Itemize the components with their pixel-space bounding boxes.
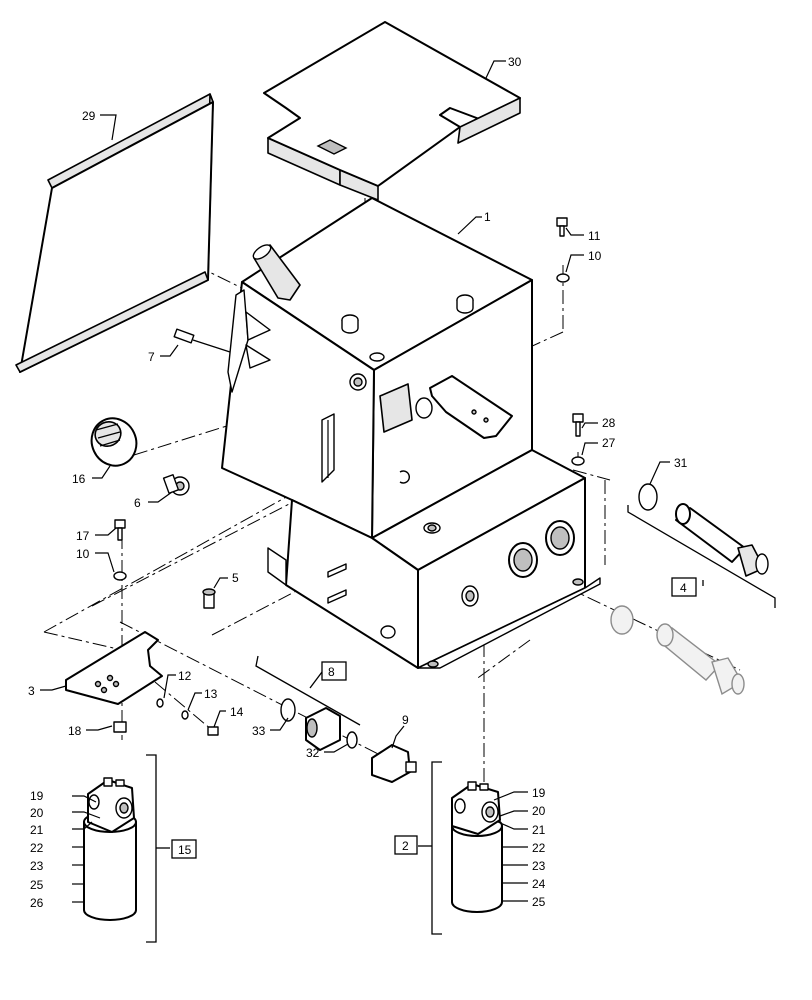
screw-7 xyxy=(173,328,231,353)
callout-22-right: 22 xyxy=(532,841,546,855)
callout-3: 3 xyxy=(28,684,35,698)
callout-10-left: 10 xyxy=(76,547,90,561)
callout-16: 16 xyxy=(72,472,86,486)
tank-side-bracket xyxy=(227,289,271,393)
callout-32: 32 xyxy=(306,746,320,760)
callout-17: 17 xyxy=(76,529,90,543)
tank-mount-plate xyxy=(379,383,433,433)
callout-24: 24 xyxy=(532,877,546,891)
fitting-9 xyxy=(371,744,417,783)
screw-14 xyxy=(207,726,219,736)
callout-30: 30 xyxy=(508,55,522,69)
washer-13 xyxy=(181,710,189,720)
callout-10-right: 10 xyxy=(588,249,602,263)
bolt-17 xyxy=(114,519,126,541)
filter-mounting-bracket xyxy=(65,631,163,705)
tank-top-bracket xyxy=(429,375,513,439)
washer-10-left xyxy=(113,571,127,581)
fitting-18 xyxy=(113,721,127,733)
elbow-fitting xyxy=(162,474,190,496)
callout-15: 15 xyxy=(178,843,192,857)
callout-28: 28 xyxy=(602,416,616,430)
callout-8: 8 xyxy=(328,665,335,679)
callout-19-right: 19 xyxy=(532,786,546,800)
callout-numbers: 1 29 30 11 10 28 27 31 7 16 6 5 17 10 3 … xyxy=(28,55,688,910)
callout-leaders xyxy=(40,60,670,903)
callout-14: 14 xyxy=(230,705,244,719)
washer-10-right xyxy=(556,273,570,283)
callout-21-right: 21 xyxy=(532,823,546,837)
callout-27: 27 xyxy=(602,436,616,450)
callout-19-left: 19 xyxy=(30,789,44,803)
kit-box-4 xyxy=(671,577,697,597)
tank-ports xyxy=(380,520,575,639)
side-insulation-panel xyxy=(15,93,214,373)
strainer-installed-ghost xyxy=(610,605,745,696)
callout-7: 7 xyxy=(148,350,155,364)
callout-23-left: 23 xyxy=(30,859,44,873)
hydraulic-tank xyxy=(221,197,601,669)
sight-gauge xyxy=(321,413,335,483)
callout-13: 13 xyxy=(204,687,218,701)
callout-4: 4 xyxy=(680,581,687,595)
o-ring-32 xyxy=(346,731,358,749)
adapter-fitting-8 xyxy=(305,707,341,751)
filler-breather-cap xyxy=(90,417,138,467)
callout-12: 12 xyxy=(178,669,192,683)
callout-20-left: 20 xyxy=(30,806,44,820)
callout-6: 6 xyxy=(134,496,141,510)
callout-18: 18 xyxy=(68,724,82,738)
callout-33: 33 xyxy=(252,724,266,738)
callout-23-right: 23 xyxy=(532,859,546,873)
callout-9: 9 xyxy=(402,713,409,727)
o-ring-33 xyxy=(280,698,296,722)
kit-box-15 xyxy=(171,839,197,859)
bolt-28 xyxy=(572,413,584,437)
return-filter-right xyxy=(451,781,503,913)
callout-31: 31 xyxy=(674,456,688,470)
washer-12 xyxy=(156,698,164,708)
kit-box-2 xyxy=(394,835,418,855)
top-insulation-panel xyxy=(263,21,521,201)
callout-26: 26 xyxy=(30,896,44,910)
callout-2: 2 xyxy=(402,839,409,853)
callout-21-left: 21 xyxy=(30,823,44,837)
callout-20-right: 20 xyxy=(532,804,546,818)
small-hardware xyxy=(113,217,585,783)
return-filter-left xyxy=(83,777,137,921)
callout-1: 1 xyxy=(484,210,491,224)
callout-11: 11 xyxy=(588,229,601,243)
callout-5: 5 xyxy=(232,571,239,585)
suction-strainer xyxy=(638,483,769,577)
washer-27 xyxy=(571,456,585,466)
kit-box-8 xyxy=(321,661,347,681)
fitting-5 xyxy=(202,588,216,609)
callout-29: 29 xyxy=(82,109,96,123)
bolt-11 xyxy=(556,217,568,237)
tank-top-bosses xyxy=(341,294,474,391)
callout-22-left: 22 xyxy=(30,841,44,855)
kit-brackets xyxy=(146,505,776,943)
filler-neck xyxy=(252,244,301,301)
callout-25-right: 25 xyxy=(532,895,546,909)
callout-25-left: 25 xyxy=(30,878,44,892)
